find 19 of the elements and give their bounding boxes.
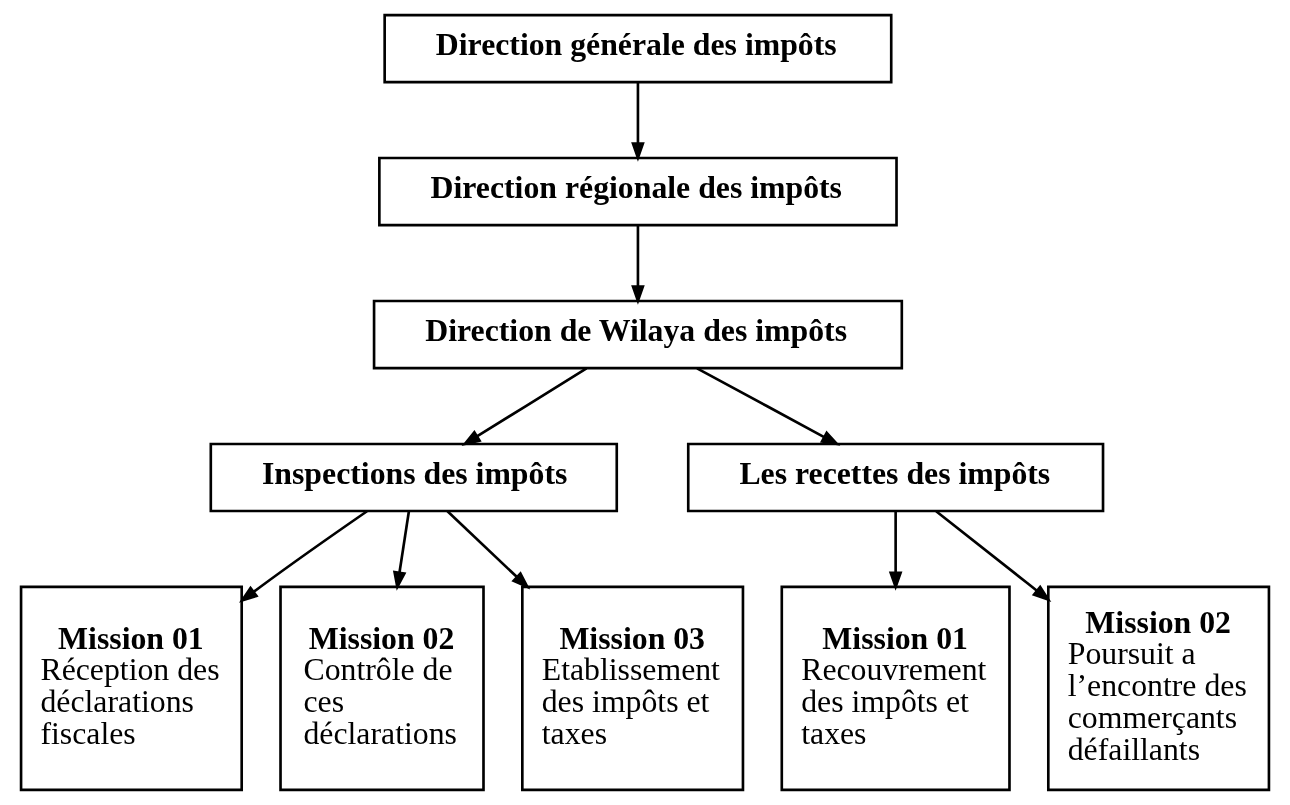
node-box: Mission 01 Recouvrement des impôts et taxes xyxy=(780,585,1011,792)
arrow xyxy=(238,510,368,603)
node-box: Direction de Wilaya des impôts xyxy=(372,299,904,370)
arrow xyxy=(888,511,903,591)
node-box: Mission 03 Etablissement des impôts et taxes xyxy=(521,585,745,792)
arrow xyxy=(696,367,841,446)
arrow xyxy=(631,82,645,162)
node-box: Mission 02 Contrôle de ces déclarations xyxy=(279,585,485,792)
node-box: Inspections des impôts xyxy=(209,442,619,513)
arrow xyxy=(935,510,1052,603)
node-box: Les recettes des impôts xyxy=(686,442,1105,513)
arrow xyxy=(392,511,411,591)
node-box: Direction générale des impôts xyxy=(383,13,893,84)
node-box: Mission 02 Poursuit a l’encontre des commerçants défaillants xyxy=(1047,585,1271,792)
node-box: Mission 01 Réception des déclarations fiscales xyxy=(19,585,243,792)
arrow xyxy=(446,510,531,590)
arrow xyxy=(461,367,588,447)
arrow xyxy=(631,225,645,305)
node-box: Direction régionale des impôts xyxy=(378,156,898,227)
